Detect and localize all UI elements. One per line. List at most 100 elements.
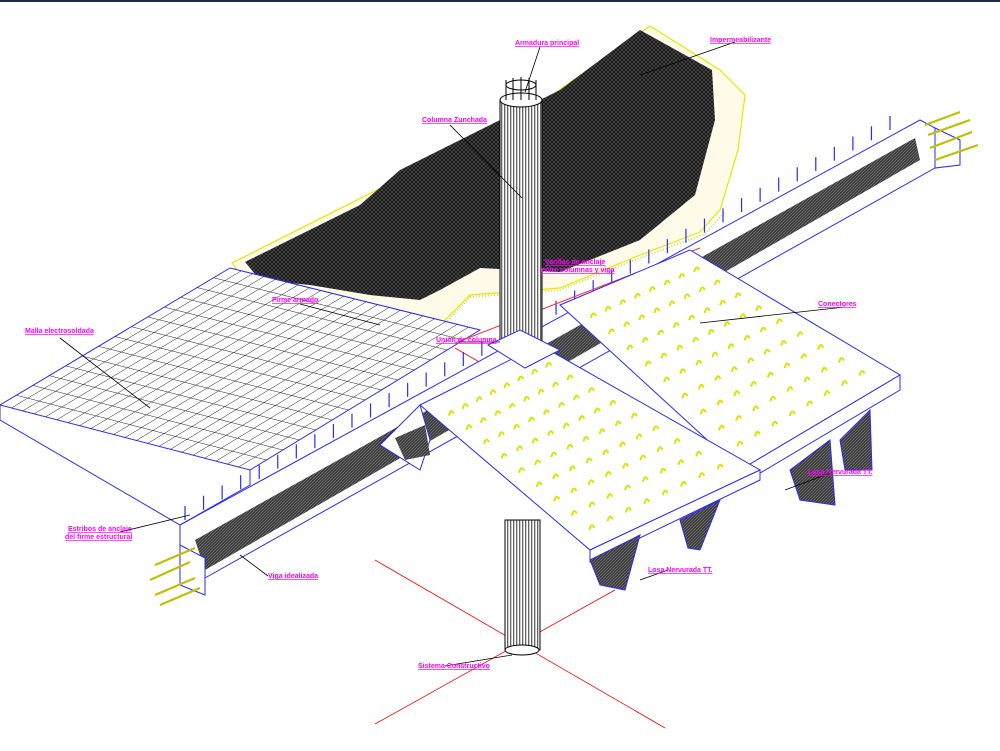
connector <box>552 473 560 480</box>
connector <box>678 273 686 279</box>
connector <box>550 451 558 458</box>
connector <box>582 436 590 442</box>
connector <box>680 480 687 487</box>
connector <box>537 388 545 395</box>
connector <box>638 314 646 321</box>
connector <box>679 368 687 375</box>
connector <box>543 409 550 416</box>
connector <box>714 375 722 381</box>
connector <box>663 279 671 286</box>
connector <box>730 366 738 373</box>
connector <box>475 396 483 403</box>
connector <box>635 433 643 440</box>
connector <box>547 430 555 437</box>
connector <box>447 410 455 416</box>
connector <box>653 307 661 314</box>
connector <box>823 390 831 397</box>
connector <box>672 322 680 328</box>
connector <box>461 403 469 409</box>
connector <box>693 266 701 273</box>
connector <box>598 428 606 435</box>
connector <box>659 467 667 474</box>
connector <box>676 344 684 351</box>
connector <box>573 394 580 401</box>
connector <box>775 318 783 325</box>
connector <box>562 422 570 429</box>
connector <box>589 312 597 319</box>
connector <box>713 279 721 286</box>
connector <box>578 415 586 421</box>
connector <box>545 361 553 368</box>
connector <box>566 443 574 450</box>
connector <box>489 389 497 396</box>
connector <box>508 403 516 409</box>
connector <box>668 300 676 307</box>
connector <box>656 446 664 453</box>
connector <box>535 481 543 488</box>
connector <box>796 331 804 338</box>
connector <box>743 334 751 341</box>
connector <box>652 425 660 432</box>
label-estribos-1: Estribos de anclaje <box>68 526 132 533</box>
connector <box>707 329 715 335</box>
connector <box>593 407 601 414</box>
connector <box>608 328 616 335</box>
connector <box>718 424 726 431</box>
connector <box>528 416 535 423</box>
connector <box>716 463 724 470</box>
connector <box>747 357 755 364</box>
connector <box>858 370 866 376</box>
label-columna: Columna Zunchada <box>422 117 487 124</box>
connector <box>604 305 612 312</box>
label-varillas-2: entre columnas y viga <box>541 267 615 274</box>
connector <box>817 344 825 350</box>
connector <box>517 375 525 382</box>
connector <box>523 395 531 402</box>
connector <box>588 524 596 531</box>
connector <box>695 450 703 457</box>
connector <box>619 299 627 306</box>
connector <box>806 400 814 407</box>
tt-slab-right <box>559 249 901 506</box>
label-impermeabilizante: Impermeabilizante <box>710 37 771 44</box>
connector <box>723 321 731 327</box>
connector <box>626 344 634 351</box>
connector <box>820 366 828 373</box>
rebar-ends-left <box>149 546 201 607</box>
connector <box>644 360 652 367</box>
connector <box>788 410 796 417</box>
hooped-column <box>486 77 562 656</box>
connector <box>698 472 706 479</box>
connector <box>622 462 630 469</box>
connector <box>569 465 576 472</box>
connector <box>699 408 707 415</box>
connector <box>516 445 524 452</box>
connector <box>602 449 610 456</box>
label-losa-1: Losa Nervurada TT. <box>808 469 873 476</box>
connector <box>503 382 511 389</box>
connector <box>755 305 763 312</box>
connector <box>800 353 808 360</box>
label-losa-2: Losa Nervurada TT. <box>648 567 713 574</box>
connector <box>763 348 771 355</box>
connector <box>673 438 681 444</box>
connector <box>663 376 671 383</box>
connector <box>739 313 747 320</box>
connector <box>698 286 706 293</box>
connector <box>734 292 742 299</box>
connector <box>552 381 560 388</box>
connector <box>587 479 595 486</box>
connector <box>736 440 744 447</box>
connector <box>727 343 735 350</box>
connector <box>681 392 689 399</box>
connector <box>752 405 760 412</box>
connector <box>585 457 593 464</box>
connector <box>624 484 632 491</box>
connector <box>483 438 490 445</box>
connector <box>841 380 849 386</box>
connector <box>609 400 617 406</box>
connector <box>641 337 649 343</box>
connector <box>683 293 691 300</box>
connector <box>677 459 685 466</box>
